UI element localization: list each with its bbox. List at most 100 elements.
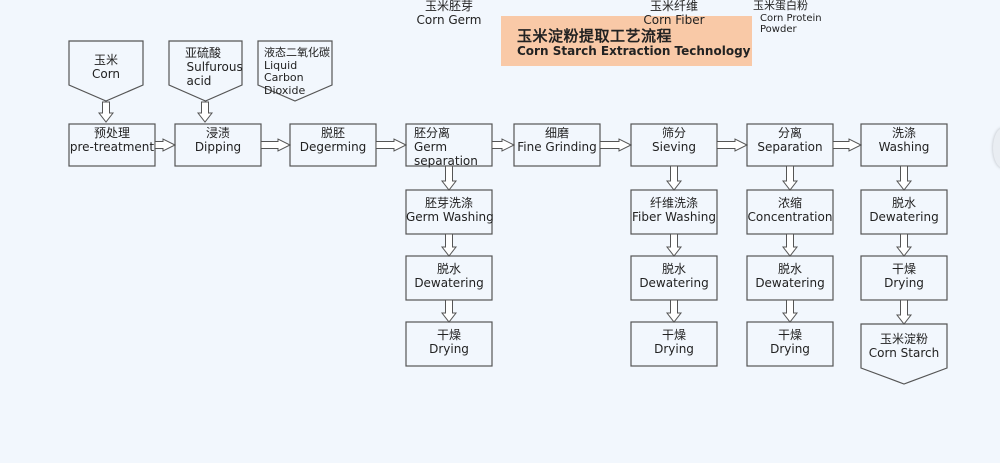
- product-germ-separation-label-en: Corn Germ: [416, 12, 482, 27]
- branch-separation-step-1-label-zh: 脱水: [777, 262, 802, 276]
- branch-washing-step-0-label-en: Dewatering: [869, 209, 939, 224]
- branch-washing-step-1-label-en: Drying: [884, 275, 924, 290]
- arrow-separation-to-washing: [832, 138, 863, 152]
- input-corn-label-zh: 玉米: [93, 53, 118, 67]
- arrow-separation-branch-1: [781, 233, 799, 257]
- branch-washing-step-1-label-zh: 干燥: [891, 262, 916, 276]
- input-corn-label-en: Corn: [91, 66, 121, 81]
- product-washing-label-zh: 玉米淀粉: [879, 332, 928, 346]
- arrow-separation-branch-0: [781, 165, 799, 191]
- title-english: Corn Starch Extraction Technology: [517, 44, 751, 58]
- branch-sieving-step-0-label-en: Fiber Washing: [632, 209, 716, 224]
- arrow-degerming-to-germ-separation: [375, 138, 408, 152]
- step-degerming-label-en: Degerming: [299, 139, 367, 154]
- branch-sieving-step-2-label-en: Drying: [654, 341, 694, 356]
- branch-sieving-step-2-label-zh: 干燥: [661, 328, 686, 342]
- branch-washing-step-0-label-zh: 脱水: [891, 196, 916, 210]
- arrow-sieving-branch-0: [665, 165, 683, 191]
- step-dipping-label-en: Dipping: [194, 139, 242, 154]
- step-sieving-label-zh: 筛分: [661, 126, 686, 140]
- branch-sieving-step-1-label-en: Dewatering: [639, 275, 709, 290]
- branch-germ-separation-step-0-label-zh: 胚芽洗涤: [424, 196, 473, 210]
- branch-separation-step-1-label-en: Dewatering: [755, 275, 825, 290]
- step-fine-grinding-label-zh: 细磨: [544, 126, 569, 140]
- branch-sieving-step-0-label-zh: 纤维洗涤: [649, 196, 698, 210]
- product-washing-label-en: Corn Starch: [868, 345, 940, 360]
- step-sieving-label-en: Sieving: [652, 139, 696, 154]
- diagram-title-banner: 玉米淀粉提取工艺流程 Corn Starch Extraction Techno…: [501, 16, 752, 66]
- product-sieving-label-zh: 玉米纤维: [649, 0, 698, 13]
- arrow-germ-separation-to-fine-grinding: [491, 138, 516, 152]
- input-sulfurous-acid-label-en: Sulfurous acid: [186, 59, 243, 88]
- step-germ-separation-label-en: Germ separation: [414, 139, 478, 168]
- arrow-washing-branch-0: [895, 165, 913, 191]
- input-sulfurous-acid-shape: [168, 40, 243, 102]
- arrow-separation-branch-2: [781, 299, 799, 323]
- arrow-washing-to-product: [895, 299, 913, 325]
- step-washing-label-en: Washing: [878, 139, 930, 154]
- step-fine-grinding-label-en: Fine Grinding: [517, 139, 597, 154]
- arrow-acid-to-dipping: [196, 101, 214, 123]
- arrow-germ-separation-branch-2: [440, 299, 458, 323]
- product-separation-label-zh: 玉米蛋白粉: [753, 0, 808, 12]
- branch-germ-separation-step-2-label-en: Drying: [429, 341, 469, 356]
- branch-separation-step-2-label-en: Drying: [770, 341, 810, 356]
- step-separation-label-en: Separation: [757, 139, 823, 154]
- step-pretreatment-label-zh: 预处理: [93, 126, 130, 140]
- branch-germ-separation-step-2-label-zh: 干燥: [436, 328, 461, 342]
- arrow-washing-branch-1: [895, 233, 913, 257]
- arrow-dipping-to-degerming: [260, 138, 292, 152]
- branch-germ-separation-step-0-label-en: Germ Washing: [406, 209, 494, 224]
- step-separation-label-zh: 分离: [777, 126, 802, 140]
- arrow-pretreatment-to-dipping: [154, 138, 177, 152]
- branch-separation-step-0-label-en: Concentration: [747, 209, 833, 224]
- arrow-sieving-to-separation: [716, 138, 749, 152]
- arrow-corn-to-pretreatment: [97, 101, 115, 123]
- step-pretreatment-label-en: pre-treatment: [69, 139, 155, 154]
- product-washing-shape: [860, 323, 948, 385]
- arrow-sieving-branch-2: [665, 299, 683, 323]
- product-germ-separation-label-zh: 玉米胚芽: [424, 0, 473, 13]
- scroll-handle[interactable]: [993, 128, 1000, 168]
- step-dipping-label-zh: 浸渍: [205, 126, 230, 140]
- branch-separation-step-0-label-zh: 浓缩: [777, 196, 802, 210]
- title-chinese: 玉米淀粉提取工艺流程: [517, 27, 673, 45]
- branch-germ-separation-step-1-label-en: Dewatering: [414, 275, 484, 290]
- arrow-germ-separation-branch-1: [440, 233, 458, 257]
- product-sieving-label-en: Corn Fiber: [643, 12, 705, 27]
- arrow-germ-separation-branch-0: [440, 165, 458, 191]
- input-liquid-co2-label-en: Liquid Carbon Dioxide: [264, 58, 306, 97]
- arrow-sieving-branch-1: [665, 233, 683, 257]
- step-germ-separation-label-zh: 胚分离: [414, 126, 451, 140]
- branch-germ-separation-step-1-label-zh: 脱水: [436, 262, 461, 276]
- input-liquid-co2-shape: [257, 40, 333, 102]
- step-degerming-label-zh: 脱胚: [320, 126, 345, 140]
- step-washing-label-zh: 洗涤: [891, 126, 916, 140]
- input-corn-shape: [68, 40, 144, 102]
- branch-sieving-step-1-label-zh: 脱水: [661, 262, 686, 276]
